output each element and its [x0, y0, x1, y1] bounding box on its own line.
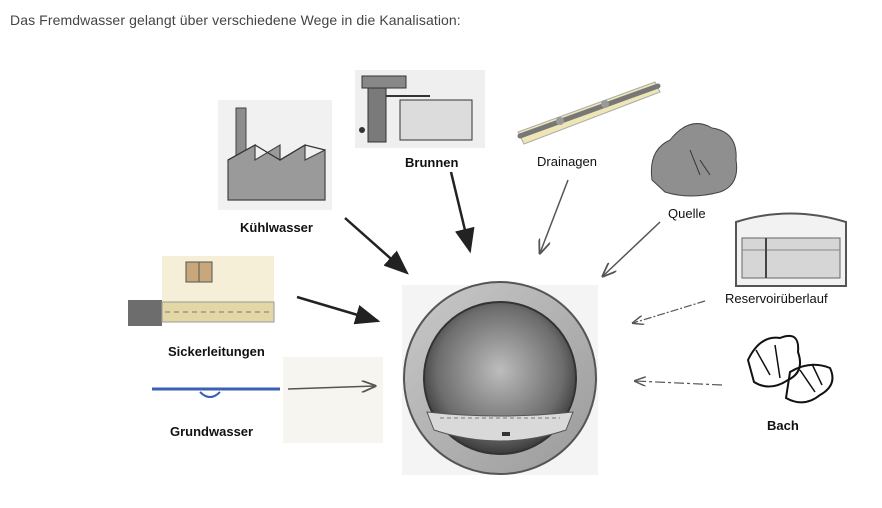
label-reservoir: Reservoirüberlauf [725, 291, 828, 306]
arrow-bach [635, 381, 723, 385]
drainage-pipe-icon [517, 81, 661, 145]
arrow-sickerleitungen [296, 295, 381, 325]
page-title: Das Fremdwasser gelangt über verschieden… [10, 12, 461, 28]
arrow-kuehlwasser [344, 217, 409, 275]
factory-icon [218, 100, 332, 210]
groundwater-icon [152, 357, 383, 443]
label-kuehlwasser: Kühlwasser [240, 220, 313, 235]
arrow-drainagen [540, 179, 569, 253]
label-grundwasser: Grundwasser [170, 424, 254, 439]
spring-rock-icon [650, 123, 738, 197]
well-icon [355, 70, 485, 148]
seepage-wall-icon [128, 256, 275, 326]
reservoir-icon [735, 212, 847, 287]
sewer-pipe-cross-section-icon [402, 281, 598, 475]
label-bach: Bach [767, 418, 799, 433]
arrow-brunnen [449, 171, 475, 254]
stream-plants-icon [746, 334, 834, 404]
arrow-grundwasser [287, 386, 375, 389]
label-quelle: Quelle [668, 206, 706, 221]
arrow-reservoir [633, 300, 706, 323]
label-drainagen: Drainagen [537, 154, 597, 169]
label-sickerleitungen: Sickerleitungen [168, 344, 265, 359]
arrow-quelle [603, 221, 661, 276]
label-brunnen: Brunnen [405, 155, 459, 170]
